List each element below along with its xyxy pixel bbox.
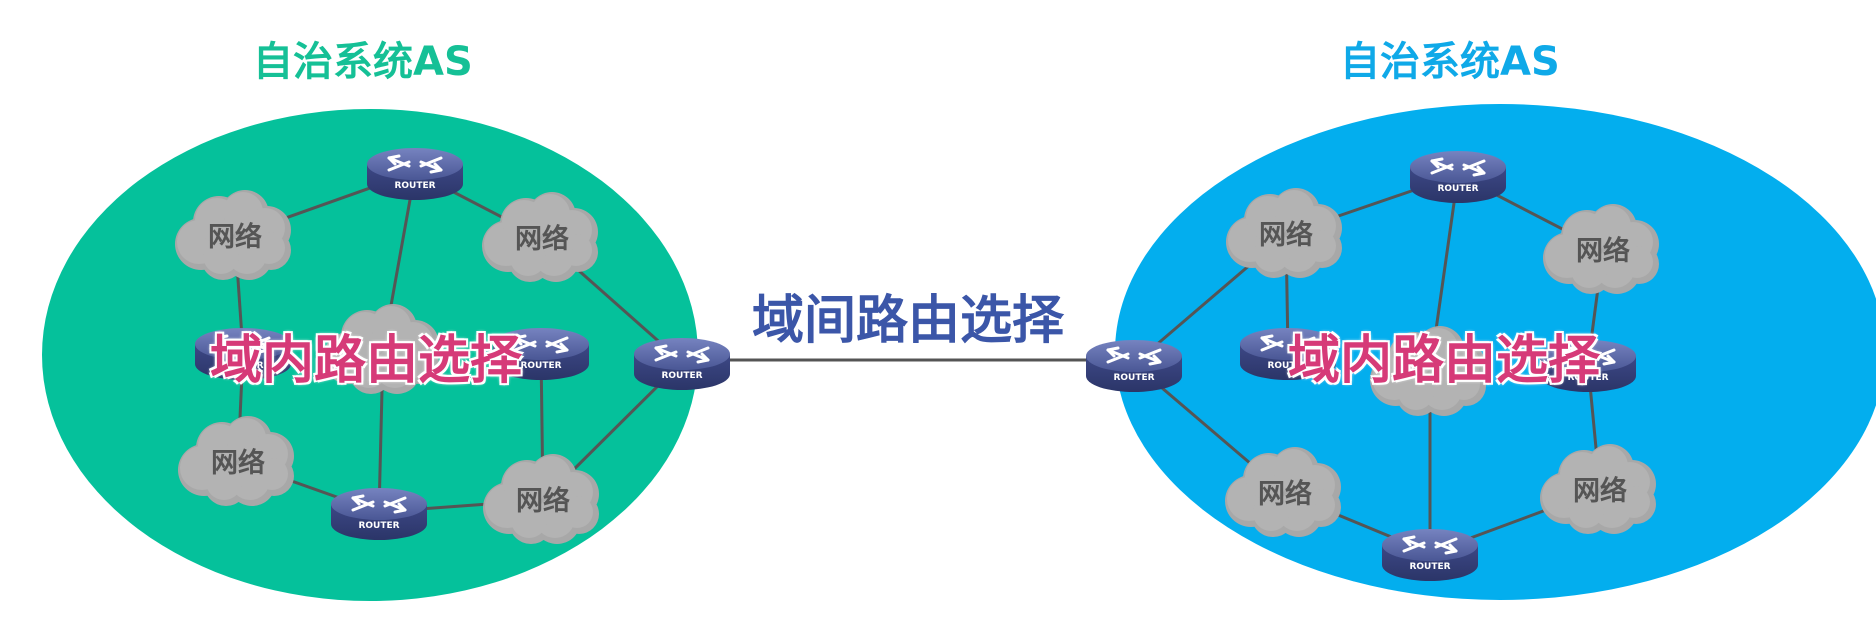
- router-label: ROUTER: [1267, 361, 1308, 371]
- network-label: 网络: [515, 223, 569, 255]
- router: ROUTER: [634, 338, 730, 390]
- router-label: ROUTER: [1567, 373, 1608, 383]
- router: ROUTER: [1410, 151, 1506, 203]
- router: ROUTER: [1086, 340, 1182, 392]
- network-label: 网络: [516, 485, 570, 517]
- right-intra-domain-label: 域内路由选择: [1288, 331, 1601, 391]
- router-label: ROUTER: [1113, 373, 1154, 383]
- router-arrows-icon: [1402, 535, 1458, 555]
- router: ROUTER: [493, 328, 589, 380]
- router-label: ROUTER: [222, 361, 263, 371]
- network-cloud: 网络: [1225, 447, 1341, 537]
- router: ROUTER: [331, 488, 427, 540]
- router: ROUTER: [1382, 529, 1478, 581]
- router-label: ROUTER: [394, 181, 435, 191]
- router-label: ROUTER: [520, 361, 561, 371]
- network-cloud: 网络: [175, 190, 291, 280]
- router: ROUTER: [195, 328, 291, 380]
- router-arrows-icon: [351, 494, 407, 514]
- network-cloud: 网络: [1540, 444, 1656, 534]
- router-arrows-icon: [215, 334, 271, 354]
- network-label: 网络: [1573, 475, 1627, 507]
- network-label: 网络: [1259, 219, 1313, 251]
- router-label: ROUTER: [1437, 184, 1478, 194]
- network-cloud: [323, 304, 439, 394]
- network-cloud: 网络: [482, 192, 598, 282]
- router: ROUTER: [1540, 340, 1636, 392]
- router-arrows-icon: [1260, 334, 1316, 354]
- router-arrows-icon: [1560, 346, 1616, 366]
- right-as-title: 自治系统AS: [1340, 39, 1560, 85]
- router-label: ROUTER: [661, 371, 702, 381]
- inter-domain-label: 域间路由选择: [752, 291, 1065, 351]
- router: ROUTER: [1240, 328, 1336, 380]
- network-cloud: 网络: [1543, 204, 1659, 294]
- network-label: 网络: [211, 447, 265, 479]
- network-cloud: 网络: [483, 454, 599, 544]
- network-cloud: [1370, 326, 1486, 416]
- router-arrows-icon: [654, 344, 710, 364]
- router-arrows-icon: [1430, 157, 1486, 177]
- network-cloud: 网络: [178, 416, 294, 506]
- network-cloud: 网络: [1226, 188, 1342, 278]
- router-arrows-icon: [513, 334, 569, 354]
- router-arrows-icon: [387, 154, 443, 174]
- left-as-title: 自治系统AS: [253, 39, 473, 85]
- network-label: 网络: [208, 221, 262, 253]
- router-arrows-icon: [1106, 346, 1162, 366]
- router: ROUTER: [367, 148, 463, 200]
- network-label: 网络: [1576, 235, 1630, 267]
- network-label: 网络: [1258, 478, 1312, 510]
- router-label: ROUTER: [358, 521, 399, 531]
- left-intra-domain-label: 域内路由选择: [210, 331, 523, 391]
- router-label: ROUTER: [1409, 562, 1450, 572]
